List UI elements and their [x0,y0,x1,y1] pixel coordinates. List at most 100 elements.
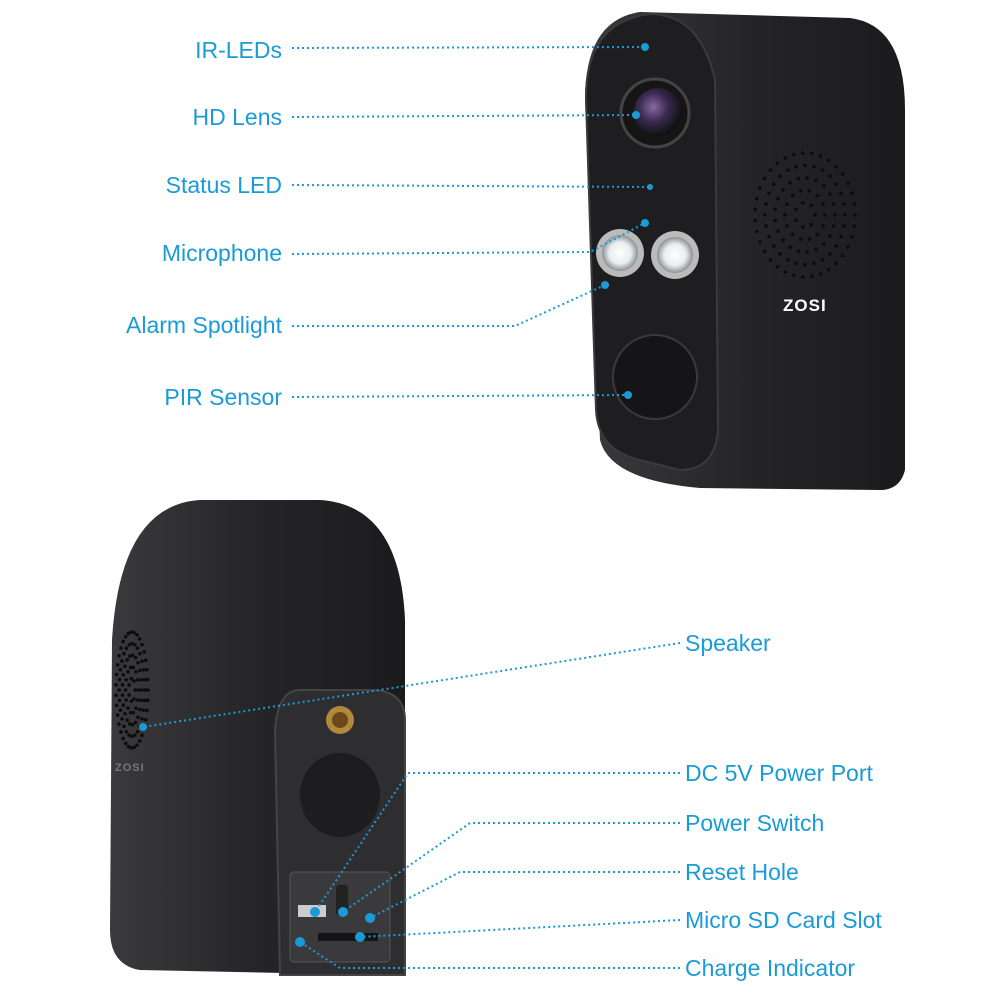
label-dc-power-port: DC 5V Power Port [685,760,873,786]
grille-hole [133,655,138,660]
grille-hole [762,176,767,181]
grille-hole [136,688,141,692]
grille-hole [126,706,130,710]
grille-hole [812,261,816,266]
grille-hole [133,733,137,738]
grille-hole [778,251,782,256]
grille-hole [142,650,146,654]
grille-hole [785,202,789,207]
back-camera [110,500,406,976]
grille-hole [839,191,843,196]
grille-hole [132,679,136,683]
grille-hole [146,688,150,692]
grille-hole [820,257,825,262]
grille-hole [123,688,128,692]
grille-hole [771,182,776,186]
grille-hole [794,164,798,169]
grille-hole [127,733,131,738]
grille-hole [815,232,820,237]
callout-lines [142,46,681,969]
grille-hole [122,651,126,656]
grille-hole [771,244,776,248]
grille-hole [145,698,150,703]
grille-hole [127,642,131,647]
grille-hole [126,744,131,749]
grille-hole [828,251,832,256]
grille-hole [800,151,805,155]
grille-hole [798,237,803,241]
grille-hole [807,189,812,193]
grille-hole [122,724,126,729]
grille-hole [120,659,124,663]
grille-hole [803,262,807,267]
grille-hole [132,745,136,750]
grille-hole [124,698,129,702]
label-pir-sensor: PIR Sensor [164,384,282,410]
grille-hole [827,234,832,238]
grille-hole [826,158,831,163]
grille-hole [123,711,127,716]
grille-hole [114,683,118,687]
grille-hole [834,164,838,169]
grille-hole [776,229,780,233]
grille-hole [840,172,845,177]
grille-hole [834,261,838,266]
grille-hole [818,154,823,158]
grille-hole [792,152,796,157]
grille-hole [123,634,128,639]
grille-hole [136,715,140,720]
grille-hole [130,641,134,646]
label-microphone: Microphone [161,240,282,266]
grille-hole [125,718,129,722]
grille-hole [809,203,814,208]
grille-hole [119,646,123,650]
grille-hole [129,746,134,750]
grille-hole [781,238,785,243]
grille-hole [813,213,817,217]
grille-hole [781,187,785,192]
grille-hole [833,213,837,217]
grille-hole [800,225,805,229]
grille-hole [143,658,148,663]
grille-hole [794,218,798,223]
grille-hole [121,639,125,644]
grille-hole [145,708,149,713]
grille-hole [140,733,144,738]
grille-hole [820,168,825,173]
grille-hole [834,182,839,186]
grille-hole [785,257,790,262]
grille-hole [783,270,788,274]
label-hd-lens: HD Lens [192,104,282,130]
grille-hole [775,264,780,269]
grille-hole [803,163,807,168]
speaker-grille-icon [753,151,857,279]
grille-hole [755,196,759,201]
grille-hole [115,663,120,667]
grille-hole [143,688,147,692]
grille-hole [788,180,792,185]
grille-hole [145,667,149,672]
grille-hole [852,224,856,228]
grille-hole [119,730,123,734]
grille-hole [134,670,138,674]
grille-hole [826,267,831,272]
grille-hole [139,698,143,703]
label-speaker: Speaker [685,630,771,656]
grille-hole [135,633,139,637]
grille-hole [792,273,796,278]
grille-hole [128,722,132,726]
grille-hole [800,201,805,205]
grille-hole [768,258,773,262]
grille-hole [140,659,144,663]
grille-hole [127,683,131,687]
grille-hole [788,245,792,250]
label-reset-hole: Reset Hole [685,859,799,885]
grille-hole [785,168,790,173]
callout-dots [139,43,653,947]
grille-hole [827,192,832,196]
grille-hole [773,207,778,212]
grille-hole [796,249,801,254]
grille-hole [805,176,810,180]
grille-hole [139,688,144,692]
grille-hole [764,202,768,206]
